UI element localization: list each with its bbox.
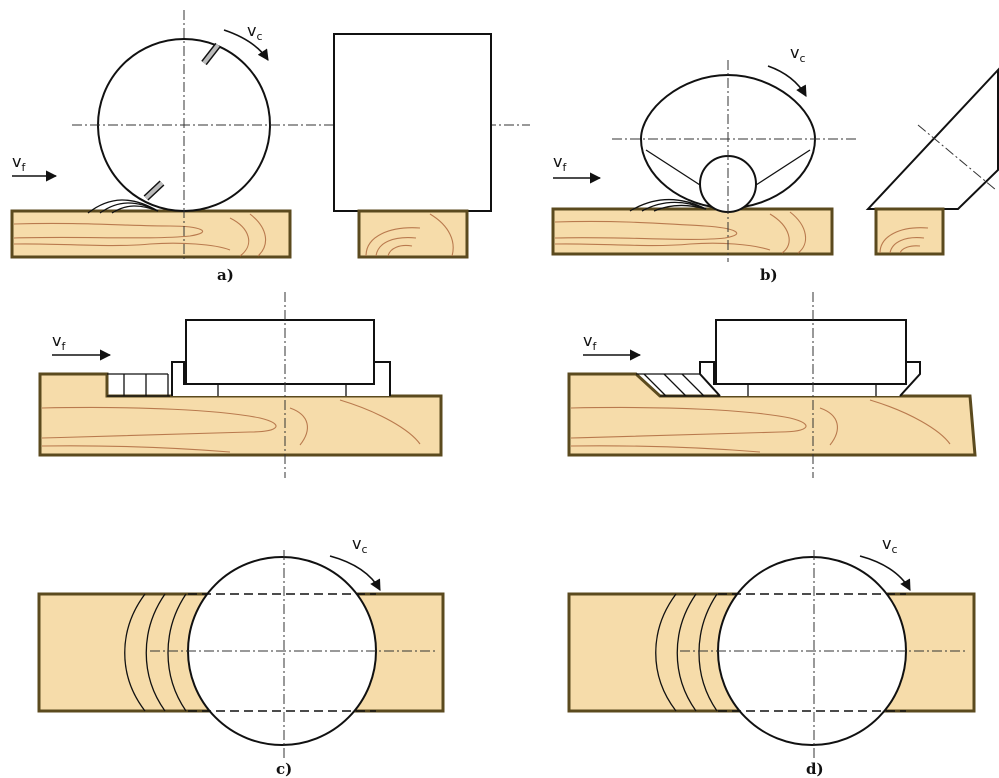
rotation-arrow-a [223, 29, 269, 61]
knife-icon [143, 180, 165, 201]
end-grain-a [365, 213, 454, 257]
knife-icon [201, 42, 221, 66]
wood-grain-a [13, 213, 267, 257]
axis-tilted-b [917, 124, 997, 191]
chip-arcs-b [629, 198, 707, 212]
feed-velocity-label: vf [52, 331, 66, 353]
feed-velocity-label: vf [583, 331, 597, 353]
end-grain-b [879, 227, 929, 254]
wood-grain-b [554, 211, 807, 254]
chip-arcs-d-top [655, 593, 718, 712]
rotation-arrow-c [329, 555, 381, 591]
workpiece-section-b [874, 207, 945, 256]
workpiece-section-a [357, 209, 469, 259]
panel-a: vc vf a) [10, 10, 530, 284]
cutter-block-d [715, 319, 907, 385]
cutting-velocity-label: vc [882, 534, 898, 556]
cutter-profile-line [755, 149, 811, 186]
panel-c-side: vf [38, 292, 443, 478]
caption-c: c) [276, 760, 292, 778]
chip-slots-c [107, 373, 170, 397]
chip-slots-d [636, 373, 720, 397]
panel-b: vc vf b) [551, 43, 999, 284]
cutting-velocity-label: vc [247, 21, 263, 43]
cutter-block-c [185, 319, 375, 385]
rotation-arrow-b [767, 65, 807, 97]
panel-c-top: vc c) [37, 534, 445, 778]
caption-d: d) [806, 760, 824, 778]
chip-arcs-a [87, 199, 159, 214]
cutter-profile-line [645, 149, 701, 186]
cutting-velocity-label: vc [790, 43, 806, 65]
feed-velocity-label: vf [553, 152, 567, 174]
feed-velocity-label: vf [12, 152, 26, 174]
wood-grain-d [570, 399, 951, 453]
cutter-side-view-b [865, 67, 999, 210]
panel-d-side: vf [567, 292, 977, 478]
caption-a: a) [217, 266, 234, 284]
cutting-velocity-label: vc [352, 534, 368, 556]
wood-grain-c [41, 399, 421, 453]
workpiece-a [10, 209, 292, 259]
workpiece-b [551, 207, 834, 256]
cutter-side-view-a [333, 33, 492, 212]
rotation-arrow-d [859, 555, 911, 591]
chip-arcs-c-top [124, 593, 187, 712]
panel-d-top: vc d) [567, 534, 976, 778]
caption-b: b) [760, 266, 778, 284]
